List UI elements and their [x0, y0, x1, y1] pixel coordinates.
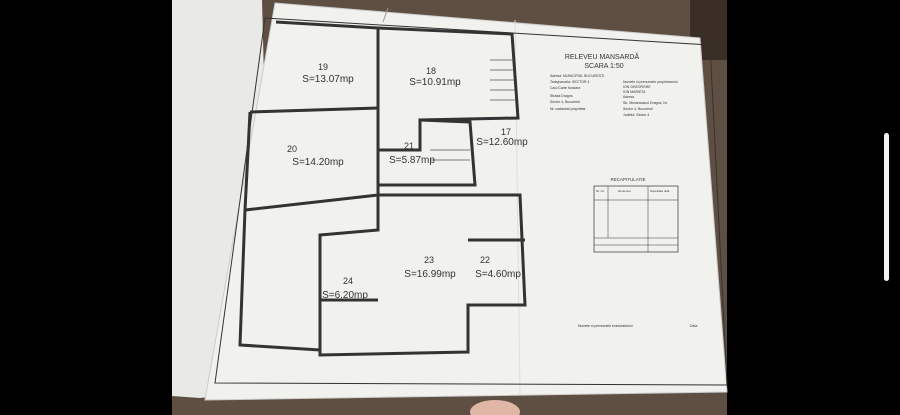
- info-line: Adresa: MUNICIPIUL BUCURESTI: [550, 74, 604, 78]
- room-area: S=4.60mp: [475, 269, 521, 280]
- room-area: S=10.91mp: [409, 77, 461, 88]
- info-line: Nr. cadastral proprietar: [550, 107, 586, 111]
- footer-date: Data: [690, 324, 697, 328]
- document-title: RELEVEU MANSARDĂ: [565, 52, 640, 61]
- info-line: ION GHEORGHE: [623, 85, 651, 89]
- recap-header: Nr. crt.: [596, 189, 605, 193]
- room-area: S=13.07mp: [302, 74, 354, 85]
- room-number: 17: [501, 127, 511, 137]
- scrollbar[interactable]: [884, 133, 889, 281]
- info-line: Sector 4, Bucuresti: [623, 107, 653, 111]
- recap-table: [593, 185, 679, 253]
- recap-grid: [594, 186, 678, 252]
- recap-title: RECAPITULATIE: [611, 177, 646, 182]
- room-number: 23: [424, 255, 434, 265]
- room-number: 24: [343, 276, 353, 286]
- room-number: 19: [318, 62, 328, 72]
- room-area: S=6.20mp: [322, 290, 368, 301]
- room-area: S=5.87mp: [389, 155, 435, 166]
- info-line: Judetul: Sector 4: [623, 113, 649, 117]
- drawing-border: [214, 17, 728, 386]
- info-line: Numele si prenumele proprietarului: [623, 80, 678, 84]
- recap-header: Denumire: [618, 189, 631, 193]
- info-line: Sector 4, Bucuresti: [550, 100, 580, 104]
- paper-sheet: [204, 2, 728, 401]
- recap-header: Suprafata utila: [650, 189, 670, 193]
- footer-executant: Numele si prenumele executantului: [578, 324, 633, 328]
- room-number: 18: [426, 66, 436, 76]
- info-line: Strada Dragos: [550, 94, 573, 98]
- room-area: S=16.99mp: [404, 269, 456, 280]
- paper-fold: [382, 7, 389, 23]
- stairs: [430, 59, 515, 161]
- room-number: 21: [404, 141, 414, 151]
- room-number: 20: [287, 144, 297, 154]
- room-area: S=12.60mp: [476, 137, 528, 148]
- room-area: S=14.20mp: [292, 157, 344, 168]
- room-number: 22: [480, 255, 490, 265]
- info-line: Cad./Carte funciara: [550, 86, 580, 90]
- finger: [470, 400, 520, 415]
- info-line: Adresa: [623, 95, 634, 99]
- document-scale: SCARA 1:50: [584, 63, 623, 70]
- info-line: Str. Mesteacanul Dragos, Nr.: [623, 101, 668, 105]
- info-line: ION MARIETA: [623, 90, 646, 94]
- plan-walls: [238, 20, 527, 357]
- info-line: Tarla/parcela: SECTOR 4: [550, 80, 589, 84]
